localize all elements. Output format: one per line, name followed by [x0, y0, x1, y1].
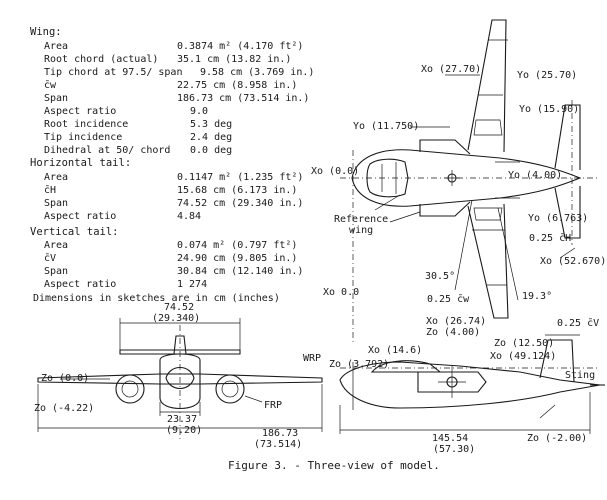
- label-tail-span-cm: 74.52: [164, 302, 195, 313]
- label-zo-3792: Zo (3.792): [329, 359, 390, 370]
- label-sting: Sting: [565, 370, 596, 381]
- vtail-heading: Vertical tail:: [30, 226, 119, 238]
- front-view: [37, 318, 323, 440]
- wing-span-label: Span: [44, 93, 69, 104]
- label-fuselage-width-cm: 23.37: [167, 414, 198, 425]
- label-length-in: (57.30): [433, 444, 476, 455]
- label-xo-146: Xo (14.6): [368, 345, 423, 356]
- vtail-span-value: 30.84 cm (12.140 in.): [177, 266, 304, 277]
- label-xo-zero: Xo 0.0: [323, 287, 360, 298]
- label-frp: FRP: [264, 400, 283, 411]
- label-yo-1175: Yo (11.750): [353, 121, 420, 132]
- label-wing-span-in: (73.514): [254, 439, 303, 450]
- htail-mac-label: c̄H: [44, 185, 57, 196]
- label-yo-400: Yo (4.00): [508, 170, 563, 181]
- label-yo-6763: Yo (6.763): [528, 213, 589, 224]
- figure-caption: Figure 3. - Three-view of model.: [228, 459, 440, 472]
- label-zo-00: Zo (0.0): [41, 373, 90, 384]
- wing-mac-label: c̄w: [44, 80, 57, 91]
- htail-ar-value: 4.84: [177, 211, 202, 222]
- wing-area-label: Area: [44, 41, 69, 52]
- label-wrp: WRP: [303, 353, 322, 364]
- wing-root-chord-value: 35.1 cm (13.82 in.): [177, 54, 292, 65]
- label-length-cm: 145.54: [432, 433, 469, 444]
- label-reference-wing: Reference wing: [334, 214, 389, 236]
- wing-tip-chord-value: 9.58 cm (3.769 in.): [200, 67, 315, 78]
- label-xo-5267: Xo (52.670): [540, 256, 607, 267]
- vtail-mac-label: c̄V: [44, 253, 57, 264]
- label-xo-27: Xo (27.70): [421, 64, 482, 75]
- label-fuselage-width-in: (9.20): [166, 425, 203, 436]
- vtail-span-label: Span: [44, 266, 69, 277]
- wing-heading: Wing:: [30, 26, 62, 38]
- label-zo-200: Zo (-2.00): [527, 433, 588, 444]
- htail-area-label: Area: [44, 172, 69, 183]
- wing-tip-inc-value: 2.4 deg: [190, 132, 233, 143]
- plan-view: [340, 19, 600, 345]
- wing-tip-inc-label: Tip incidence: [44, 132, 123, 143]
- wing-dihedral-value: 0.0 deg: [190, 145, 233, 156]
- label-xo-49124: Xo (49.124): [490, 351, 557, 362]
- htail-mac-value: 15.68 cm (6.173 in.): [177, 185, 298, 196]
- label-cw-025: 0.25 c̄w: [427, 294, 470, 305]
- vtail-ar-label: Aspect ratio: [44, 279, 117, 290]
- label-zo-422: Zo (-4.22): [34, 403, 95, 414]
- label-ch-025: 0.25 c̄H: [529, 233, 572, 244]
- wing-area-value: 0.3874 m² (4.170 ft²): [177, 41, 304, 52]
- vtail-ar-value: 1 274: [177, 279, 208, 290]
- wing-ar-label: Aspect ratio: [44, 106, 117, 117]
- htail-span-value: 74.52 cm (29.340 in.): [177, 198, 304, 209]
- wing-root-chord-label: Root chord (actual): [44, 54, 159, 65]
- label-yo-159: Yo (15.90): [519, 104, 580, 115]
- label-tail-span-in: (29.340): [152, 313, 201, 324]
- dimensions-note: Dimensions in sketches are in cm (inches…: [33, 293, 280, 304]
- wing-tip-chord-label: Tip chord at 97.5/ span: [44, 67, 183, 78]
- vtail-mac-value: 24.90 cm (9.805 in.): [177, 253, 298, 264]
- wing-mac-value: 22.75 cm (8.958 in.): [177, 80, 298, 91]
- htail-span-label: Span: [44, 198, 69, 209]
- htail-heading: Horizontal tail:: [30, 157, 132, 169]
- label-zo-400: Zo (4.00): [426, 327, 481, 338]
- label-zo-1250: Zo (12.50): [494, 338, 555, 349]
- wing-ar-value: 9.0: [190, 106, 209, 117]
- label-cv-025: 0.25 c̄V: [557, 318, 600, 329]
- label-yo-257: Yo (25.70): [517, 70, 578, 81]
- vtail-area-label: Area: [44, 240, 69, 251]
- label-xo-2674: Xo (26.74): [426, 316, 487, 327]
- htail-area-value: 0.1147 m² (1.235 ft²): [177, 172, 304, 183]
- wing-root-inc-label: Root incidence: [44, 119, 129, 130]
- label-xo-00: Xo (0.0): [311, 166, 360, 177]
- side-view: [339, 334, 605, 434]
- wing-span-value: 186.73 cm (73.514 in.): [177, 93, 310, 104]
- wing-root-inc-value: 5.3 deg: [190, 119, 233, 130]
- label-angle-305: 30.5°: [425, 271, 456, 282]
- label-wing-span-cm: 186.73: [262, 428, 299, 439]
- wing-dihedral-label: Dihedral at 50/ chord: [44, 145, 171, 156]
- htail-ar-label: Aspect ratio: [44, 211, 117, 222]
- label-angle-193: 19.3°: [522, 291, 553, 302]
- vtail-area-value: 0.074 m² (0.797 ft²): [177, 240, 298, 251]
